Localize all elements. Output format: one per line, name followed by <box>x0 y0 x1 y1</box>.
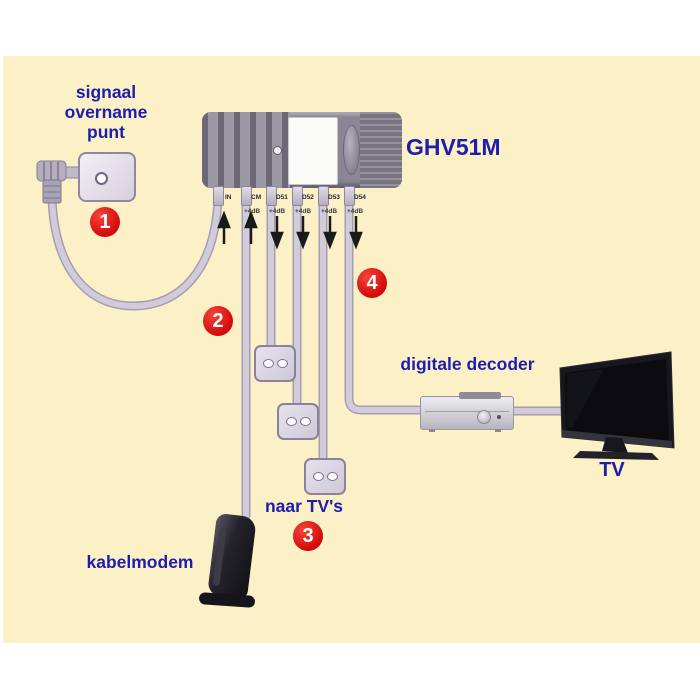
port-stub-in <box>213 186 224 206</box>
port-label-cm: CM <box>251 194 262 201</box>
tv-device <box>559 351 675 460</box>
decoder-label: digitale decoder <box>400 354 535 374</box>
step-4-badge: 4 <box>357 268 387 298</box>
cable-modem-base <box>198 592 256 608</box>
arrow-down-icon <box>349 216 363 250</box>
outlet-hole-icon <box>299 417 311 426</box>
signal-label-line1: signaal <box>75 82 137 102</box>
wall-outlet-2 <box>277 403 319 440</box>
signal-label-line3: punt <box>87 122 125 142</box>
port-label-d54: D54 <box>354 194 366 201</box>
decoder-led-icon <box>497 415 501 419</box>
decoder-foot <box>429 429 435 432</box>
decoder-top-block <box>459 392 501 399</box>
decoder-front-slot <box>425 411 509 412</box>
cable-d54-to-decoder <box>346 195 433 413</box>
signal-label-line2: overname <box>64 102 148 122</box>
coax-connector-icon <box>36 160 81 204</box>
gain-label-d52: +4dB <box>295 208 312 215</box>
amplifier-device <box>202 112 402 188</box>
gain-label-cm: +4dB <box>244 208 261 215</box>
cable-signal-to-in <box>49 196 221 310</box>
port-label-d52: D52 <box>302 194 314 201</box>
step-3-badge: 3 <box>293 521 323 551</box>
gain-label-d51: +4dB <box>269 208 286 215</box>
gain-label-d54: +4dB <box>347 208 364 215</box>
to-tvs-label: naar TV's <box>264 496 344 516</box>
gain-label-d53: +4dB <box>321 208 338 215</box>
amplifier-right-cap <box>360 112 402 188</box>
port-stub-d53 <box>318 186 329 206</box>
arrow-up-icon <box>244 210 258 244</box>
outlet-hole-icon <box>312 472 324 481</box>
arrow-up-icon <box>217 210 231 244</box>
amplifier-oval-detail <box>343 125 360 175</box>
outlet-hole-icon <box>326 472 338 481</box>
port-stub-d51 <box>266 186 277 206</box>
arrow-down-icon <box>296 216 310 250</box>
outlet-hole-icon <box>95 172 108 185</box>
wall-outlet-1 <box>254 345 296 382</box>
port-label-d53: D53 <box>328 194 340 201</box>
decoder-foot <box>495 429 501 432</box>
signal-takeover-point-label: signaal overname punt <box>38 82 174 142</box>
cable-modem-device <box>196 512 260 608</box>
decoder-device <box>420 392 514 432</box>
arrow-down-icon <box>323 216 337 250</box>
port-label-in: IN <box>225 194 232 201</box>
cable-modem-label: kabelmodem <box>86 552 194 572</box>
decoder-knob-icon <box>477 410 491 424</box>
outlet-hole-icon <box>276 359 288 368</box>
signal-flow-arrows <box>217 210 363 250</box>
outlet-hole-icon <box>285 417 297 426</box>
wall-outlet-3 <box>304 458 346 495</box>
amplifier-screw-icon <box>273 146 282 155</box>
amplifier-model-label: GHV51M <box>406 134 501 160</box>
cable-modem-body <box>207 512 257 600</box>
step-2-badge: 2 <box>203 306 233 336</box>
arrow-down-icon <box>270 216 284 250</box>
port-stub-cm <box>241 186 252 206</box>
port-stub-d54 <box>344 186 355 206</box>
port-label-d51: D51 <box>276 194 288 201</box>
tv-label: TV <box>599 459 625 481</box>
outlet-hole-icon <box>262 359 274 368</box>
signal-takeover-outlet <box>78 152 136 202</box>
step-1-badge: 1 <box>90 207 120 237</box>
port-stub-d52 <box>292 186 303 206</box>
amplifier-label-panel <box>288 117 338 185</box>
